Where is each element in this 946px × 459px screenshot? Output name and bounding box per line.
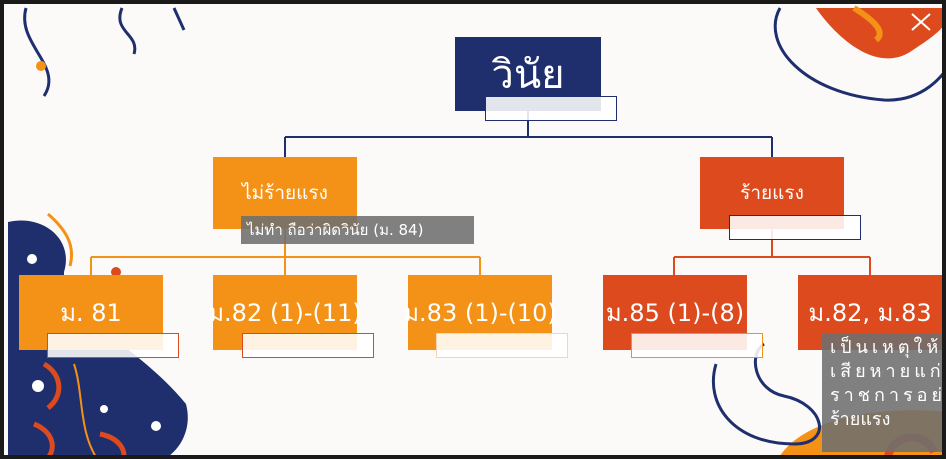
category-non-severe-label: ไม่ร้ายแรง [242, 182, 328, 204]
dot-decoration [151, 421, 161, 431]
squiggle-decoration [852, 5, 883, 43]
leaf-m85-label: ม.85 (1)-(8) [605, 299, 745, 327]
leaf-text-placeholder [47, 333, 179, 358]
non-severe-note: ไม่ทำ ถือว่าผิดวินัย (ม. 84) [241, 216, 474, 244]
squiggle-decoration [23, 7, 51, 97]
squiggle-decoration [773, 7, 942, 102]
note-line: เป็นเหตุให้ [830, 337, 943, 358]
leaf-m83-label: ม.83 (1)-(10) [403, 299, 557, 327]
dot-decoration [32, 380, 44, 392]
severe-text-placeholder [729, 215, 861, 240]
squiggle-decoration [118, 7, 137, 55]
note-line: เสียหายแก่ [830, 361, 945, 382]
dot-decoration [111, 267, 121, 277]
squiggle-decoration [73, 363, 96, 455]
leaf-text-placeholder [631, 333, 763, 358]
leaf-text-placeholder [242, 333, 374, 358]
leaf-m82-label: ม.82 (1)-(11) [208, 299, 362, 327]
leaf-m83: ม.83 (1)-(10) [403, 275, 557, 350]
dot-decoration [36, 61, 46, 71]
note-line: ร้ายแรง [830, 409, 891, 430]
leaf-text-placeholder [436, 333, 568, 358]
squiggle-decoration [47, 212, 73, 267]
leaf-m81-label: ม. 81 [60, 299, 122, 327]
squiggle-decoration [172, 7, 186, 31]
root-label: วินัย [491, 52, 565, 98]
severe-leaf-note: เป็นเหตุให้ เสียหายแก่ ราชการอย่าง ร้ายแ… [822, 334, 946, 452]
root-text-placeholder [485, 96, 617, 121]
squiggle-decoration [32, 421, 55, 455]
squiggle-decoration [99, 431, 127, 455]
dot-decoration [27, 254, 37, 264]
leaf-m82-m83-label: ม.82, ม.83 [808, 299, 932, 327]
cross-decoration [911, 13, 931, 31]
squiggle-decoration [42, 361, 62, 410]
category-severe-label: ร้ายแรง [740, 182, 804, 204]
dot-decoration [100, 405, 108, 413]
note-line: ราชการอย่าง [830, 385, 946, 406]
squiggle-decoration [711, 342, 821, 446]
